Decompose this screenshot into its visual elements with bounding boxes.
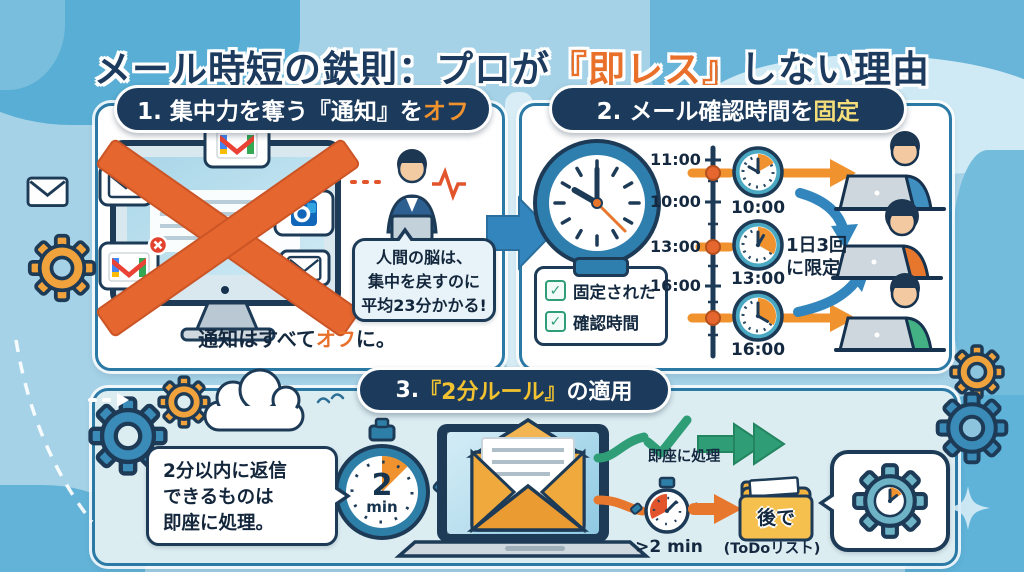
cloud-icon: [203, 368, 305, 432]
gear-clock-bubble: [818, 450, 950, 552]
cross-x-mark: [96, 139, 360, 337]
brain-fact-bubble: 人間の脳は、 集中を戻すのに 平均23分かかる!: [352, 227, 496, 322]
checkmark-icon: [643, 415, 692, 458]
arrow-down-right-icon: [831, 224, 858, 249]
section1-header-text: 1. 集中力を奪う『通知』を: [137, 99, 423, 125]
stopwatch-unit: min: [366, 498, 398, 516]
bubble-line: 即座に処理。: [163, 513, 275, 534]
notification-badge-icon: [147, 234, 169, 256]
small-clock-16-icon: [732, 290, 784, 342]
timeline-label-1000: 10:00: [650, 192, 701, 211]
arrow-right-icon: [714, 494, 742, 524]
bubble-line: 平均23分かかる!: [361, 296, 487, 315]
dashed-arrow-decor: [88, 393, 129, 407]
limit-note-line: に限定: [786, 258, 840, 280]
title-post: しない理由: [740, 47, 930, 91]
gear-clock-icon: [848, 459, 932, 543]
checklist-label: 固定された: [573, 282, 656, 302]
gear-icon: [921, 377, 1023, 479]
stopwatch-2min-icon: [312, 417, 452, 540]
timeline: [687, 145, 856, 359]
section2-header-highlight: 固定: [813, 99, 860, 125]
gear-icon: [147, 365, 221, 439]
caption-pre: 通知はすべて: [198, 327, 316, 351]
envelope-decor-icon: [26, 176, 69, 208]
pulse-line-icon: [432, 167, 466, 201]
clock-label-1000: 10:00: [730, 198, 786, 218]
section3-header-text: の適用: [566, 380, 633, 405]
folder-label: 後で: [756, 507, 795, 529]
stopwatch-value: 2: [371, 468, 393, 503]
bubble-line: 人間の脳は、: [375, 248, 472, 267]
sparkle-icon: [946, 486, 990, 530]
checklist-row: ✓ 固定された: [545, 279, 657, 303]
big-clock-icon: [533, 139, 661, 267]
person-row-3: [834, 273, 946, 352]
caption-highlight: オフ: [315, 327, 356, 351]
clock-label-1300: 13:00: [730, 269, 786, 289]
page-title: メール時短の鉄則：プロが『即レス』しない理由: [0, 39, 1024, 93]
fast-path-green: [593, 415, 786, 466]
limit-note-line: 1日3回: [786, 235, 848, 256]
checklist-label: 確認時間: [573, 313, 639, 333]
slow-path-orange: [593, 476, 814, 542]
title-highlight: 『即レス』: [550, 47, 740, 91]
todo-label: (ToDoリスト): [723, 541, 821, 557]
timeline-label-1300: 13:00: [650, 237, 701, 256]
title-pre: メール時短の鉄則：プロが: [94, 47, 550, 91]
stopwatch-over2min-icon: [630, 476, 704, 534]
checkbox-checked-icon: ✓: [545, 311, 566, 332]
clock-label-1600: 16:00: [730, 340, 786, 360]
limit-note: 1日3回 に限定: [786, 234, 872, 281]
bubble-line: できるものは: [163, 487, 274, 508]
open-envelope-icon: [466, 417, 590, 534]
gear-icon: [938, 333, 1016, 411]
double-arrow-icon: [697, 422, 786, 466]
arrow-right-icon: [830, 304, 856, 332]
fast-path-label: 即座に処理: [647, 449, 721, 465]
checklist-row: ✓ 確認時間: [545, 310, 657, 334]
section2-header-text: 2. メール確認時間を: [596, 99, 814, 125]
timeline-label-1100: 11:00: [650, 150, 701, 169]
section3-header-highlight: 『2分ルール』: [419, 380, 567, 405]
gear-icon: [75, 383, 181, 489]
laptop-with-mail: [394, 417, 651, 558]
section3-header-text: 3.: [395, 377, 420, 403]
checklist-clipboard: ✓ 固定された ✓ 確認時間: [534, 266, 668, 346]
timeline-label-1600: 16:00: [650, 276, 701, 295]
section1-header: 1. 集中力を奪う『通知』をオフ: [114, 85, 492, 133]
caption-post: に。: [355, 327, 396, 351]
gmail-icon: [216, 129, 258, 159]
bubble-line: 集中を戻すのに: [367, 272, 480, 291]
section3-header: 3.『2分ルール』の適用: [357, 367, 671, 413]
birds-icon: [316, 393, 345, 404]
slow-path-label: >2 min: [635, 537, 703, 557]
arrow-right-icon: [830, 159, 856, 187]
later-folder-icon: [738, 476, 814, 542]
dashed-curve-decor: [14, 339, 94, 524]
section2-header: 2. メール確認時間を固定: [549, 85, 907, 133]
bubble-line: 2分以内に返信: [163, 461, 287, 482]
section1-caption: 通知はすべてオフに。: [95, 326, 499, 352]
person-row-1: [834, 131, 946, 211]
two-minute-rule-bubble: 2分以内に返信 できるものは 即座に処理。: [146, 446, 351, 546]
small-clock-10-icon: [732, 146, 784, 198]
gear-icon: [14, 220, 110, 316]
checkbox-checked-icon: ✓: [545, 280, 566, 301]
section1-header-highlight: オフ: [422, 99, 469, 125]
small-clock-13-icon: [732, 219, 784, 271]
